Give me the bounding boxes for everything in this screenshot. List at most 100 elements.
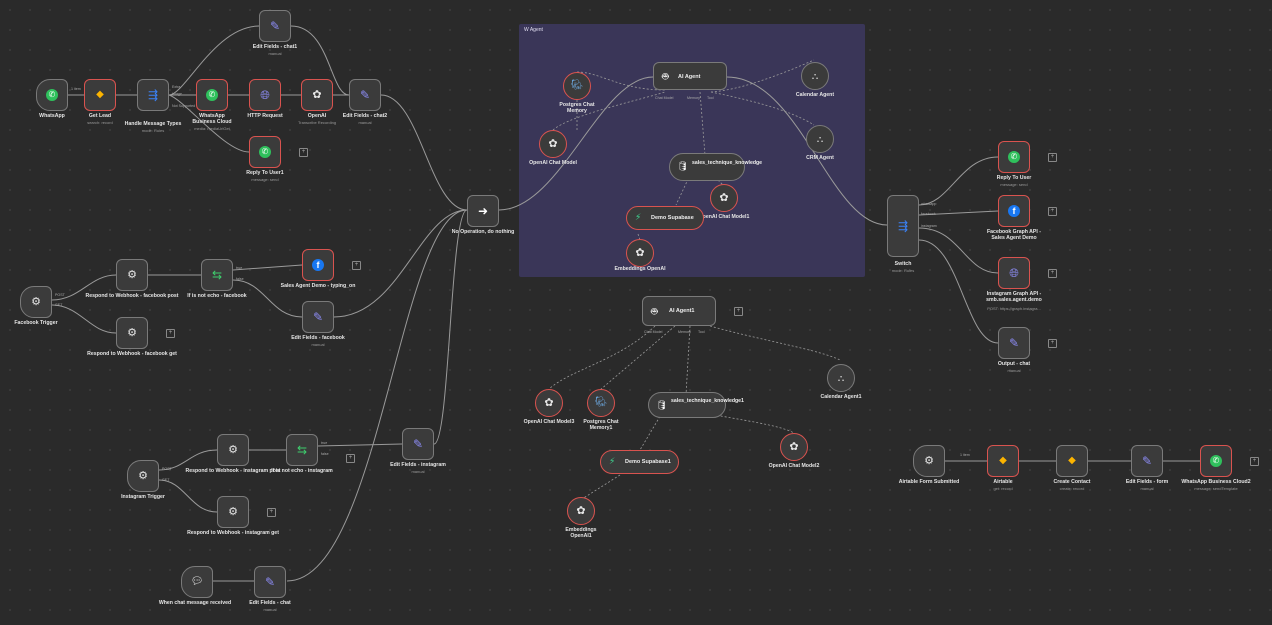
node-box[interactable]: ◆ [1056,445,1088,477]
node-box[interactable]: ◆ [987,445,1019,477]
add-node-button[interactable]: + [1048,207,1057,216]
node-box[interactable]: 🛢︎sales_technique_knowledge [669,153,762,181]
globe-icon: 🌐︎ [260,88,270,102]
node-box[interactable]: ✆ [998,141,1030,173]
add-node-button[interactable]: + [1048,339,1057,348]
node-circle[interactable]: 🐘︎ [563,72,591,100]
port-label: Tool [698,330,705,334]
node-box[interactable]: 🌐︎ [249,79,281,111]
node-box[interactable]: ✎ [1131,445,1163,477]
node-box[interactable]: ✎ [998,327,1030,359]
node-box[interactable]: ✆ [196,79,228,111]
node-box[interactable]: ✆ [249,136,281,168]
node-box[interactable]: ✎ [259,10,291,42]
webhook-icon: ⚙ [127,269,137,281]
node-circle[interactable]: ✿ [539,130,567,158]
node-box[interactable]: ⚙ [913,445,945,477]
node-label: OpenAI Chat Model [529,160,577,166]
whatsapp-icon: ✆ [206,89,218,101]
node-box[interactable]: ⚙ [116,317,148,349]
node-circle[interactable]: ✿ [780,433,808,461]
add-node-button[interactable]: + [352,261,361,270]
node-label: Postgres Chat Memory [559,102,595,114]
node-box[interactable]: ➜ [467,195,499,227]
port-label: true [321,441,328,445]
node-box[interactable]: ⇆ [201,259,233,291]
node-label: No Operation, do nothing [451,229,515,235]
node-label: If is not echo - instagram [271,468,333,474]
add-node-button[interactable]: + [166,329,175,338]
port-label: Tool [707,96,714,100]
node-label: Airtable Form Submitted [898,479,960,485]
node-subtitle: manual [1140,486,1154,491]
openai-icon: ✿ [576,505,586,517]
node-circle[interactable]: ✿ [626,239,654,267]
node-box[interactable]: ✎ [349,79,381,111]
node-label: Embeddings OpenAI [614,266,666,272]
add-node-button[interactable]: + [734,307,743,316]
node-box[interactable]: 🤖︎AI Agent [653,62,727,90]
node-box[interactable]: ✆ [36,79,68,111]
node-pill[interactable]: ⚡︎Demo Supabase [626,206,704,230]
node-subtitle: manual [411,469,425,474]
node-box[interactable]: ✆ [1200,445,1232,477]
node-box[interactable]: ⇶ [887,195,919,257]
node-label: OpenAI Chat Model1 [698,214,750,220]
pencil-icon: ✎ [269,19,281,33]
add-node-button[interactable]: + [299,148,308,157]
node-subtitle: mode: Rules [891,268,915,273]
port-label: false [321,452,329,456]
node-box[interactable]: ⚙ [127,460,159,492]
node-box[interactable]: 🛢︎sales_technique_knowledge1 [648,392,744,418]
node-label: When chat message received [158,600,232,606]
add-node-button[interactable]: + [1048,153,1057,162]
node-circle[interactable]: ✿ [567,497,595,525]
whatsapp-icon: ✆ [259,146,271,158]
node-box[interactable]: ✎ [254,566,286,598]
node-box[interactable]: 💬︎ [181,566,213,598]
node-circle[interactable]: 🐘︎ [587,389,615,417]
edge-label: 1 item [71,87,81,91]
node-label: Respond to Webhook - instagram post [185,468,281,474]
node-subtitle: create: record [1059,486,1085,491]
node-label: Switch [894,261,912,267]
node-circle[interactable]: ✿ [710,184,738,212]
node-circle[interactable]: ⛬ [806,125,834,153]
node-box[interactable]: ⇶ [137,79,169,111]
node-pill[interactable]: ⚡︎Demo Supabase1 [600,450,679,474]
facebook-icon: f [312,259,324,271]
node-box[interactable]: ⚙ [217,434,249,466]
add-node-button[interactable]: + [346,454,355,463]
node-box[interactable]: 🤖︎AI Agent1 [642,296,716,326]
node-circle[interactable]: ⛬ [827,364,855,392]
node-box[interactable]: 🌐︎ [998,257,1030,289]
node-label: Demo Supabase [651,215,694,221]
node-label: Calendar Agent1 [820,394,862,400]
workflow-icon: ⛬ [837,373,845,383]
node-circle[interactable]: ✿ [535,389,563,417]
add-node-button[interactable]: + [1048,269,1057,278]
node-label: WhatsApp Business Cloud2 [1181,479,1251,485]
openai-icon: ✿ [719,192,729,204]
node-box[interactable]: ✿ [301,79,333,111]
node-box[interactable]: ⚙ [217,496,249,528]
node-box[interactable]: ✎ [402,428,434,460]
postgres-icon: 🐘︎ [570,80,584,91]
node-box[interactable]: f [302,249,334,281]
node-circle[interactable]: ⛬ [801,62,829,90]
node-box[interactable]: f [998,195,1030,227]
node-label: Calendar Agent [795,92,835,98]
add-node-button[interactable]: + [267,508,276,517]
node-label: Instagram Trigger [121,494,165,500]
node-box[interactable]: ⇆ [286,434,318,466]
node-box[interactable]: ✎ [302,301,334,333]
edge-label: 1 item [960,453,970,457]
port-label: Not Supported [172,104,196,108]
node-box[interactable]: ⚙ [20,286,52,318]
add-node-button[interactable]: + [1250,457,1259,466]
node-label: sales_technique_knowledge1 [671,398,744,404]
node-box[interactable]: ◆ [84,79,116,111]
node-box[interactable]: ⚙ [116,259,148,291]
if-icon: ⇆ [211,268,223,282]
